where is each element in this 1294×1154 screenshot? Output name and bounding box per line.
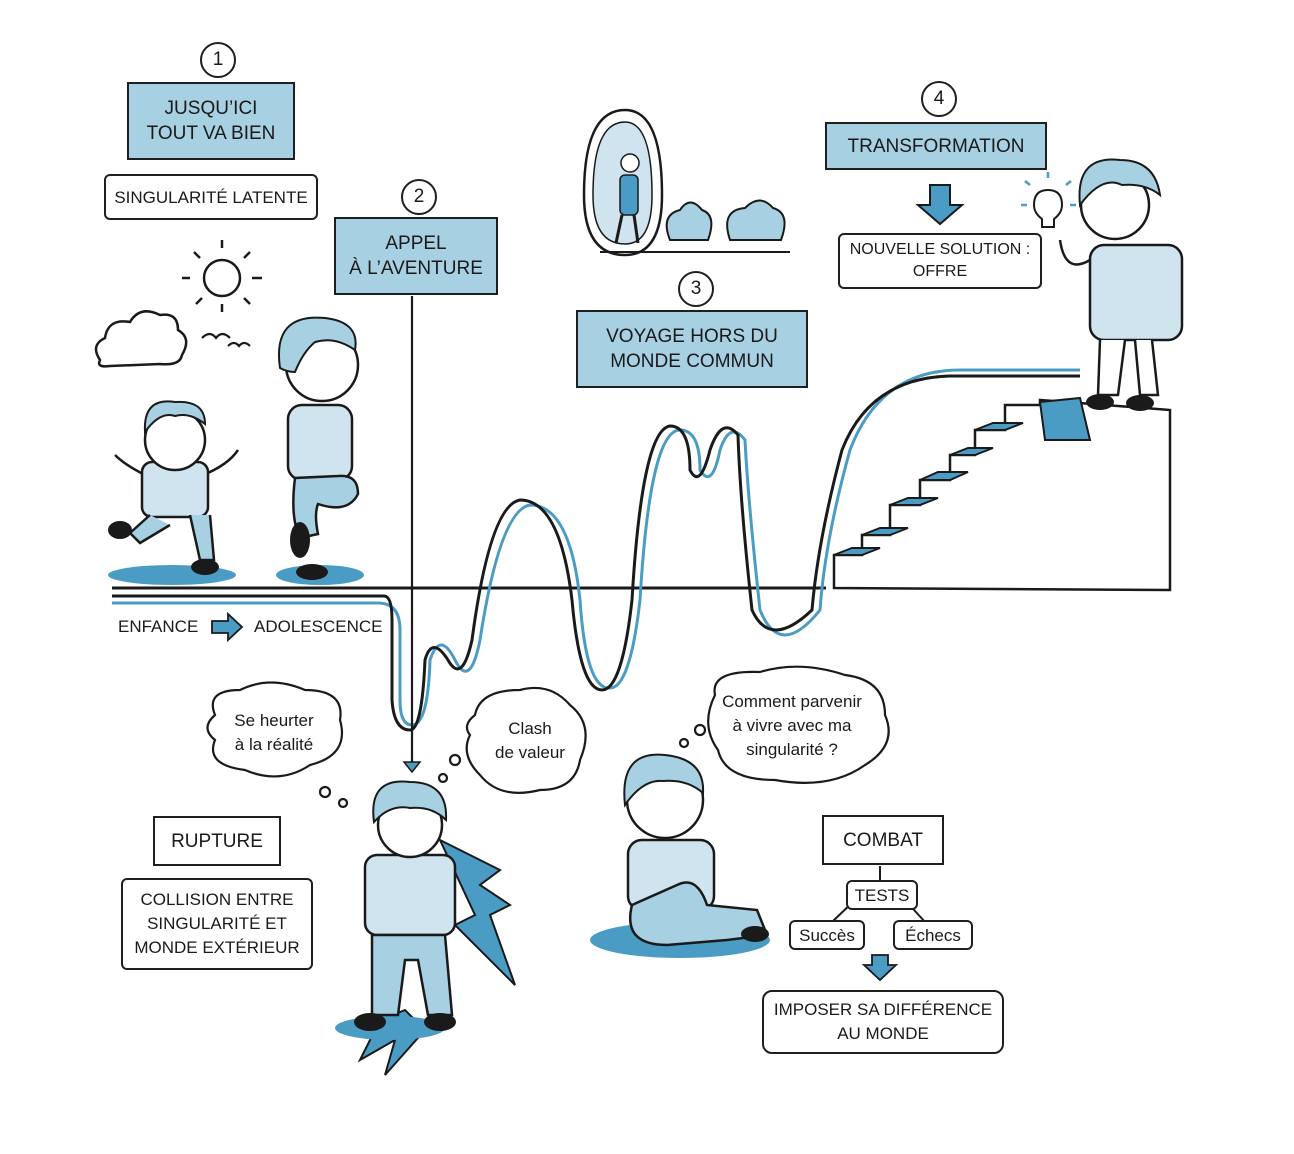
birds-icon	[201, 332, 251, 348]
step-3-title: VOYAGE HORS DU MONDE COMMUN	[576, 310, 808, 388]
step-4-title: TRANSFORMATION	[825, 122, 1047, 170]
thinking-figure	[590, 753, 770, 958]
step-1-subtitle: SINGULARITÉ LATENTE	[104, 174, 318, 220]
combat-tests: TESTS	[846, 880, 918, 910]
sun-icon	[182, 240, 262, 312]
arrow-down-icon	[915, 184, 965, 226]
timeline-from-label: ENFANCE	[118, 617, 199, 636]
thought-bubble-clash	[437, 686, 587, 794]
step-3-number: 3	[678, 271, 714, 307]
thought-left-text: Se heurter à la réalité	[234, 711, 314, 754]
combat-failure: Échecs	[893, 920, 973, 950]
cloud-icon	[94, 310, 188, 368]
step-4-number: 4	[921, 81, 957, 117]
staircase	[832, 396, 1172, 592]
portal-scene	[582, 108, 790, 257]
combat-success: Succès	[789, 920, 865, 950]
teen-figure	[278, 316, 360, 580]
arrow-down-icon	[861, 954, 899, 982]
step-2-number: 2	[401, 179, 437, 215]
thought-question-text: Comment parvenir à vivre avec ma singula…	[722, 692, 862, 759]
thought-clash-text: Clash de valeur	[495, 719, 565, 762]
child-figure	[108, 400, 240, 575]
combat-title: COMBAT	[822, 815, 944, 865]
step-2-title: APPEL À L’AVENTURE	[334, 217, 498, 295]
rupture-figure	[335, 780, 516, 1076]
rupture-title: RUPTURE	[153, 816, 281, 866]
arrow-right-icon	[211, 611, 244, 643]
lightbulb-icon	[1021, 172, 1076, 228]
step-1-title: JUSQU’ICI TOUT VA BIEN	[127, 82, 295, 160]
step-1-number: 1	[200, 42, 236, 78]
adult-figure	[1058, 158, 1184, 411]
timeline-to-label: ADOLESCENCE	[254, 617, 383, 636]
rupture-description: COLLISION ENTRE SINGULARITÉ ET MONDE EXT…	[121, 878, 313, 970]
combat-result: IMPOSER SA DIFFÉRENCE AU MONDE	[762, 990, 1004, 1054]
thought-bubble-left	[206, 681, 349, 809]
thought-bubble-question	[678, 665, 890, 784]
step-4-subtitle: NOUVELLE SOLUTION : OFFRE	[838, 233, 1042, 289]
